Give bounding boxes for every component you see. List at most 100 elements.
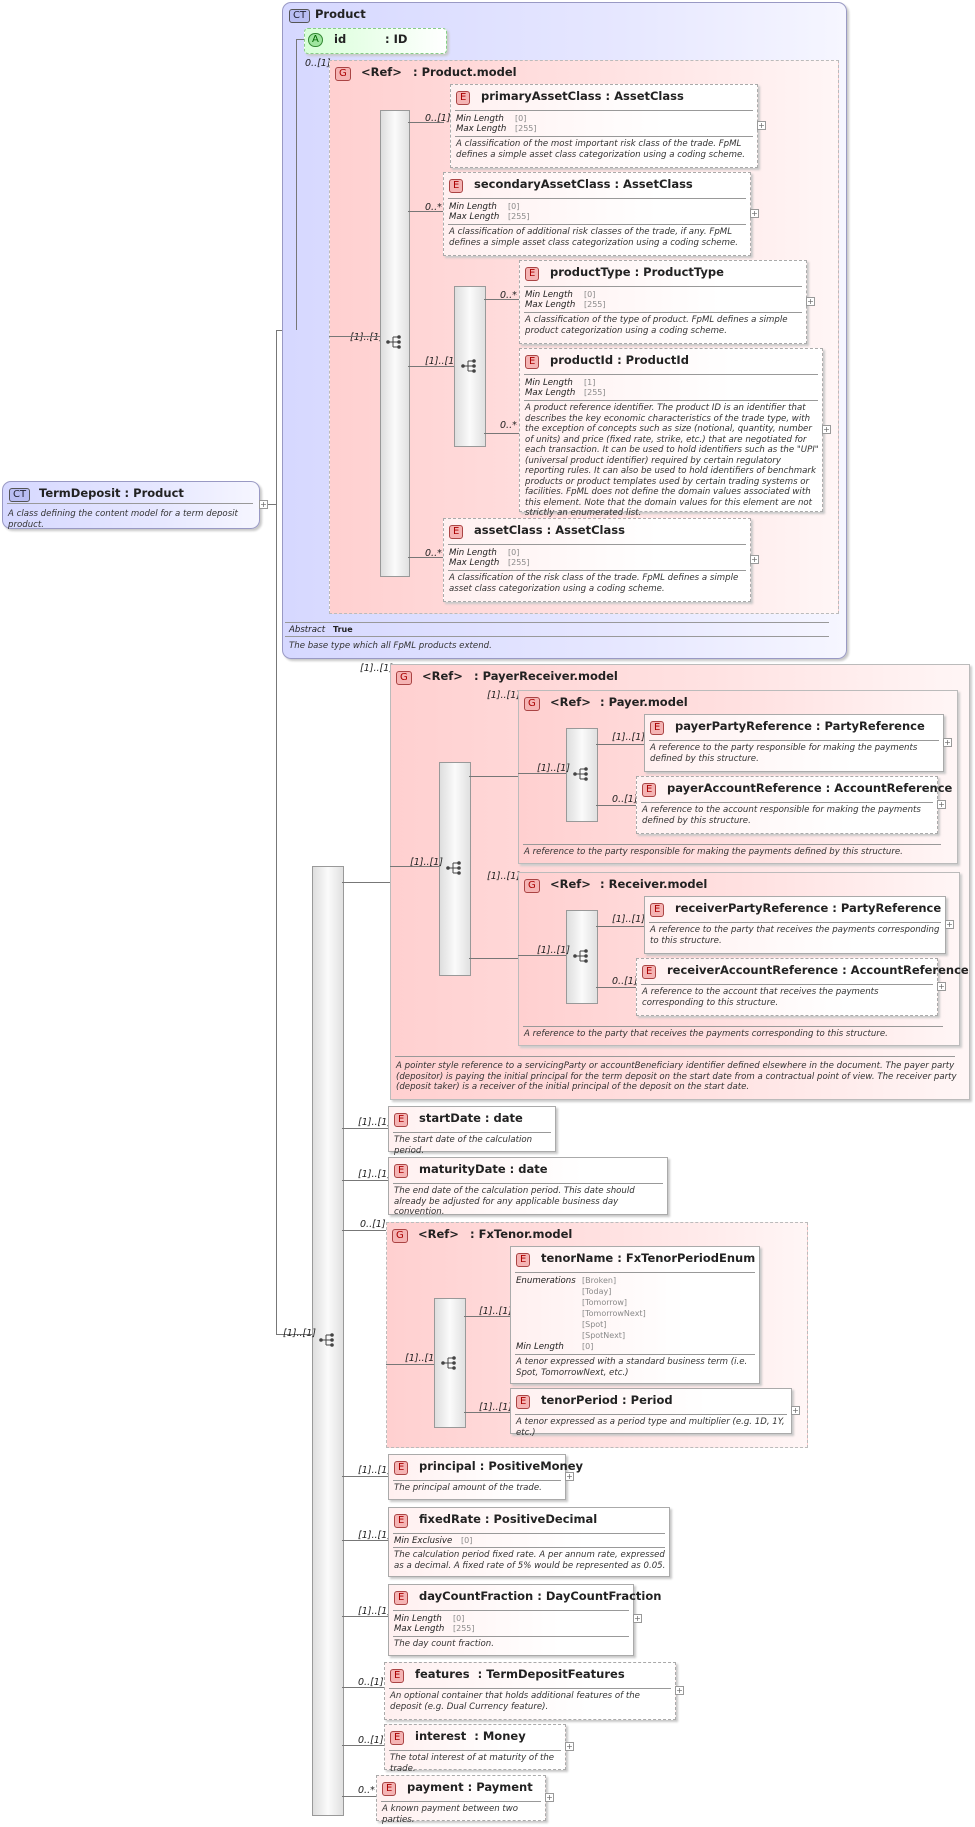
divider [448,544,746,545]
min-exclusive-label: Min Exclusive [394,1536,453,1546]
sequence-icon [386,334,402,350]
term-deposit-base: Product [133,486,184,500]
element-badge: E [525,355,540,369]
abstract-value: True [333,625,353,634]
tenor-name-element[interactable]: E tenorName : FxTenorPeriodEnum Enumerat… [510,1246,760,1384]
expand-icon[interactable]: + [757,121,766,130]
cardinality: [1]..[1] [358,1530,391,1541]
sequence-compositor[interactable] [566,910,598,1004]
element-doc: The total interest of at maturity of the… [390,1753,555,1774]
receiver-party-reference-element[interactable]: E receiverPartyReference : PartyReferenc… [644,896,946,954]
expand-icon[interactable]: + [633,1614,642,1623]
product-type-element[interactable]: E productType : ProductType Min Length [… [519,260,807,344]
max-length-label: Max Length [449,558,500,568]
payer-account-reference-element[interactable]: E payerAccountReference : AccountReferen… [636,776,952,834]
sequence-compositor[interactable] [566,728,598,822]
divider [515,1354,755,1355]
expand-icon[interactable]: + [565,1742,574,1751]
connector [296,39,304,40]
group-doc: A reference to the party that receives t… [524,1029,888,1039]
element-type: : PositiveMoney [479,1459,584,1473]
element-name: features [415,1667,470,1681]
tenor-period-element[interactable]: E tenorPeriod : Period A tenor expressed… [510,1388,792,1438]
element-badge: E [525,267,540,281]
payment-element[interactable]: E payment : Payment A known payment betw… [376,1775,546,1825]
max-length-value: [255] [515,124,537,133]
expand-icon[interactable]: + [943,738,952,747]
connector [596,987,636,988]
expand-icon[interactable]: + [791,1406,800,1415]
connector [276,1334,312,1335]
max-length-label: Max Length [525,300,576,310]
divider [393,1547,665,1548]
element-title: payerPartyReference : PartyReference [675,719,925,733]
id-attribute[interactable]: A id : ID [304,28,447,54]
maturity-date-element[interactable]: E maturityDate : date The end date of th… [388,1157,668,1217]
divider [523,1026,943,1027]
element-badge: E [390,1731,405,1745]
main-sequence-compositor[interactable] [312,866,344,1816]
min-length-label: Min Length [516,1342,564,1352]
primary-asset-class-element[interactable]: E primaryAssetClass : AssetClass Min Len… [450,84,758,168]
cardinality: 0..[1] [612,794,638,805]
expand-icon[interactable]: + [806,297,815,306]
attribute-badge: A [308,33,323,47]
expand-icon[interactable]: + [937,982,946,991]
expand-icon[interactable]: + [259,500,268,509]
group-ref: <Ref> [418,1227,459,1241]
expand-icon[interactable]: + [750,209,759,218]
group-name: : PayerReceiver.model [474,669,618,683]
cardinality: [1]..[1] [358,1606,391,1617]
product-id-element[interactable]: E productId : ProductId Min Length [1] M… [519,348,823,518]
divider [389,1688,671,1689]
cardinality: [1]..[1] [358,1169,391,1180]
asset-class-element[interactable]: E assetClass : AssetClass Min Length [0]… [443,518,751,602]
secondary-asset-class-element[interactable]: E secondaryAssetClass : AssetClass Min L… [443,172,751,256]
payer-party-reference-element[interactable]: E payerPartyReference : PartyReference A… [644,714,944,772]
term-deposit-type[interactable]: CT TermDeposit : Product A class definin… [2,481,260,530]
connector [596,805,636,806]
divider [448,570,746,571]
element-type: : Payment [467,1780,533,1794]
receiver-account-reference-element[interactable]: E receiverAccountReference : AccountRefe… [636,958,969,1016]
element-name: interest [415,1729,467,1743]
principal-element[interactable]: E principal : PositiveMoney The principa… [388,1454,583,1500]
element-name: productType [550,265,631,279]
element-title: interest : Money [415,1729,526,1743]
divider [389,1750,561,1751]
expand-icon[interactable]: + [565,1472,574,1481]
cardinality: [1]..[1] [487,690,520,701]
choice-icon [441,1355,457,1371]
element-title: startDate : date [419,1111,523,1125]
group-ref: <Ref> [422,669,463,683]
fixed-rate-element[interactable]: E fixedRate : PositiveDecimal Min Exclus… [388,1507,670,1577]
element-type: : Period [622,1393,673,1407]
sequence-compositor[interactable] [380,110,410,577]
divider [649,740,939,741]
connector [342,1128,388,1129]
connector [408,211,444,212]
expand-icon[interactable]: + [945,920,954,929]
element-doc: The day count fraction. [394,1639,494,1649]
start-date-element[interactable]: E startDate : date The start date of the… [388,1106,556,1156]
enumerations-label: Enumerations [516,1276,576,1286]
day-count-fraction-element[interactable]: E dayCountFraction : DayCountFraction Mi… [388,1584,661,1656]
min-length-label: Min Length [449,548,497,558]
max-length-value: [255] [584,300,606,309]
element-name: dayCountFraction [419,1589,534,1603]
divider [395,1056,955,1057]
expand-icon[interactable]: + [750,555,759,564]
features-element[interactable]: E features : TermDepositFeatures An opti… [384,1662,676,1720]
expand-icon[interactable]: + [937,800,946,809]
group-doc: A pointer style reference to a servicing… [396,1061,957,1092]
expand-icon[interactable]: + [822,425,831,434]
sequence-compositor[interactable] [439,762,471,976]
divider [448,198,746,199]
expand-icon[interactable]: + [545,1793,554,1802]
element-type: : TermDepositFeatures [477,1667,625,1681]
connector [342,1796,376,1797]
interest-element[interactable]: E interest : Money The total interest of… [384,1724,566,1774]
enum-value: [Tomorrow] [582,1298,628,1307]
expand-icon[interactable]: + [675,1686,684,1695]
max-length-label: Max Length [456,124,507,134]
